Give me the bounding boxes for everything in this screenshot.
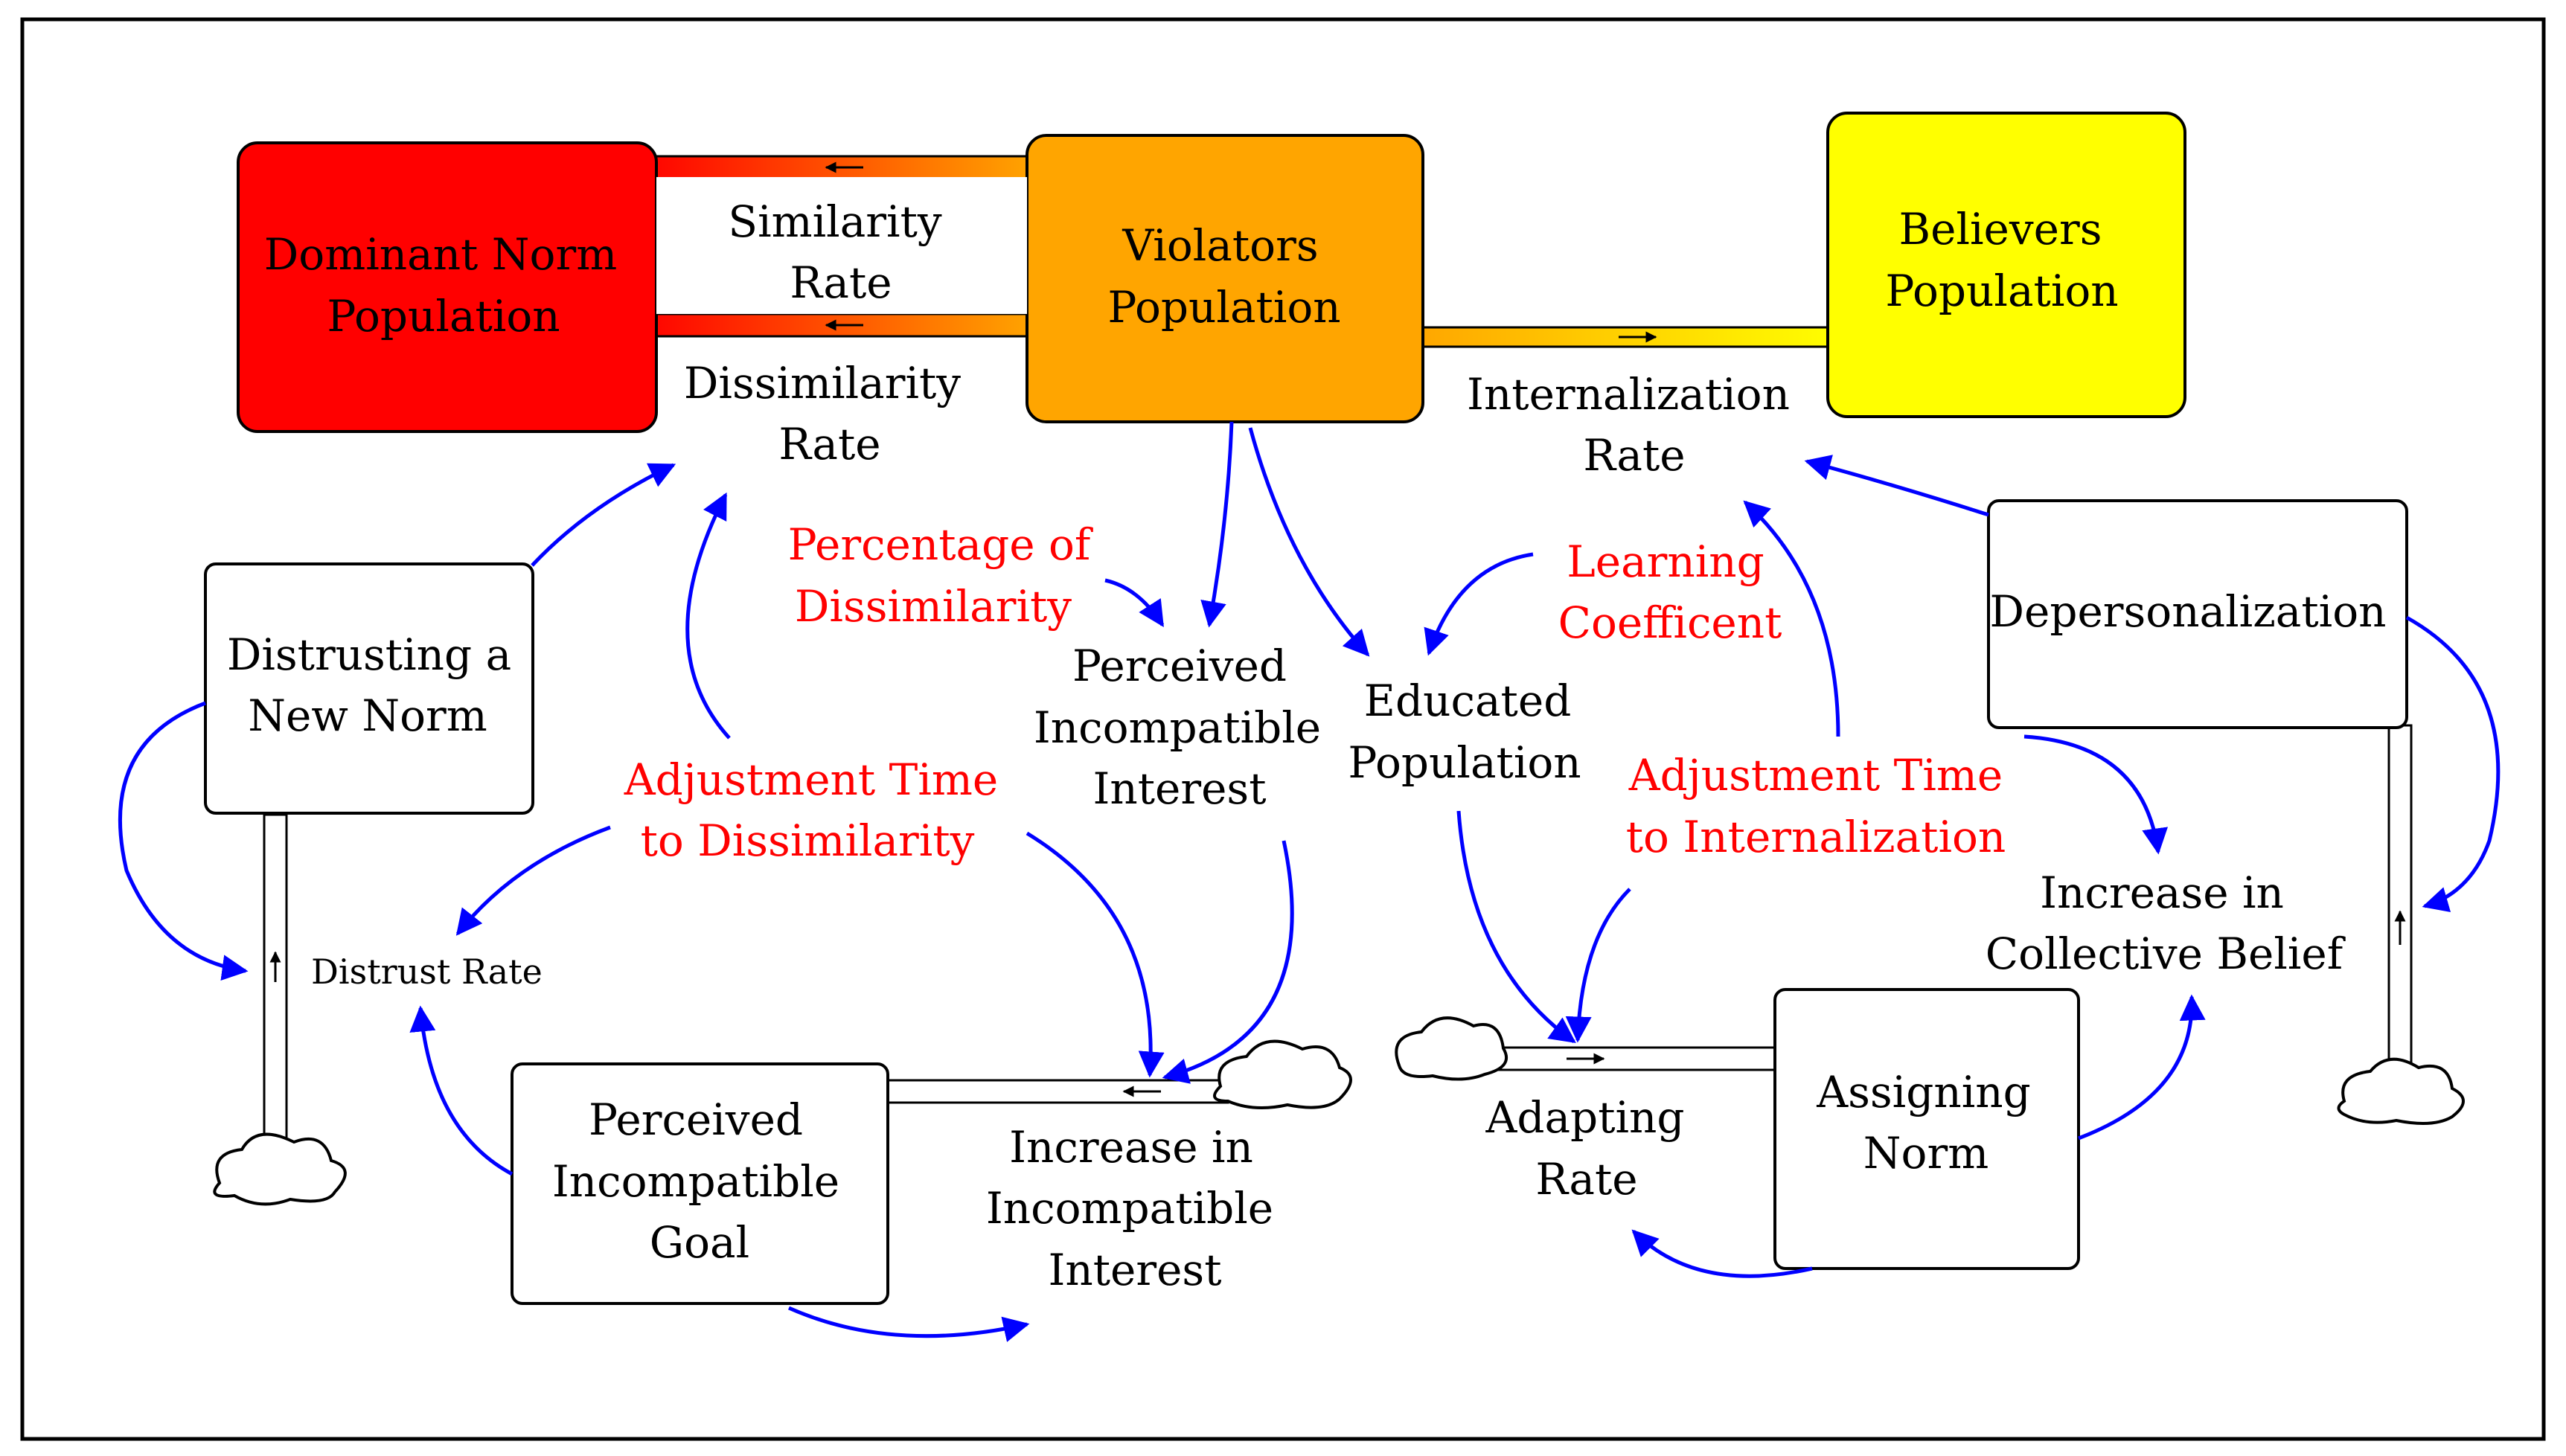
perceived-goal-label-line1: Perceived [589,1094,803,1145]
cloud-icon [1213,1039,1352,1109]
link-adjint-to-adapting [1565,888,1631,1043]
link-adjdis-to-increase-interest [1026,831,1165,1078]
adjustment-time-to-internalization[interactable]: Adjustment Time to Internalization [1626,750,2006,862]
internalization-pipe [1412,326,1840,348]
dissimilarity-rate-line1: Dissimilarity [684,358,961,408]
perceived-interest-line3: Interest [1092,763,1266,814]
dominant-norm-label-line2: Population [327,291,560,341]
adapting-rate[interactable]: Adapting Rate [1485,1092,1684,1205]
believers-label-line1: Believers [1899,204,2102,254]
link-adjdis-to-distrust-rate [455,825,611,936]
similarity-pipe [639,155,1036,180]
dissimilarity-rate-line2: Rate [778,419,880,469]
link-assigning-to-adapting [1631,1229,1813,1278]
dominant-norm-label-line1: Dominant Norm [264,229,617,280]
link-depersonalization-to-internalization [1804,455,1989,517]
learning-coefficent[interactable]: Learning Coefficent [1558,536,1782,648]
adapting-rate-line1: Adapting [1485,1092,1684,1143]
distrusting-label-line1: Distrusting a [227,629,511,680]
collective-belief-line2: Collective Belief [1986,929,2346,979]
dissimilarity-pipe [639,312,1036,338]
assigning-norm-stock[interactable]: Assigning Norm [1773,988,2080,1270]
cloud-icon [1395,1016,1508,1081]
adj-dissimilarity-line1: Adjustment Time [624,754,998,805]
cloud-icon [213,1132,347,1206]
link-distrusting-to-dissimilarity [531,463,676,567]
perceived-interest-line2: Incompatible [1034,702,1321,753]
pct-dissimilarity-line2: Dissimilarity [795,581,1072,632]
increase-interest-pipe [884,1079,1229,1104]
link-depersonalization-to-collective-pipe [2405,615,2501,913]
link-violators-to-perceived-interest [1200,421,1234,628]
link-violators-to-educated [1248,427,1370,657]
collective-belief-line1: Increase in [2040,867,2284,918]
depersonalization-stock[interactable]: Depersonalization [1987,499,2408,729]
similarity-rate[interactable]: Similarity Rate [656,177,1027,314]
adj-internalization-line2: to Internalization [1626,812,2006,862]
link-distrusting-to-distrust-rate [118,701,249,981]
perceived-interest-line1: Perceived [1072,641,1287,691]
dominant-norm-population-stock[interactable]: Dominant Norm Population [237,141,658,433]
depersonalization-label: Depersonalization [1990,586,2387,637]
pct-dissimilarity-line1: Percentage of [788,519,1093,570]
link-assigning-to-collective-belief [2078,994,2206,1141]
adapting-rate-line2: Rate [1535,1154,1637,1205]
increase-collective-belief-rate[interactable]: Increase in Collective Belief [1986,867,2346,979]
distrust-pipe [263,813,288,1155]
adj-internalization-line1: Adjustment Time [1628,750,2003,801]
violators-label-line2: Population [1107,282,1340,333]
learning-line1: Learning [1567,536,1764,587]
similarity-rate-line2: Rate [790,257,892,308]
link-adjdis-to-dissimilarity [685,492,731,740]
percentage-of-dissimilarity[interactable]: Percentage of Dissimilarity [788,519,1093,632]
perceived-goal-label-line3: Goal [650,1217,749,1268]
internalization-rate-line1: Internalization [1467,369,1790,420]
increase-incompatible-interest-rate[interactable]: Increase in Incompatible Interest [986,1122,1273,1295]
educated-population[interactable]: Educated Population [1348,676,1581,788]
diagram-frame [20,17,2546,1441]
distrusting-label-line2: New Norm [248,690,487,741]
collective-belief-pipe [2387,724,2413,1077]
link-goal-to-increase-interest [787,1306,1030,1342]
believers-population-stock[interactable]: Believers Population [1826,112,2186,418]
distrust-rate-label: Distrust Rate [311,952,543,992]
cloud-icon [2337,1057,2465,1125]
believers-label-line2: Population [1885,266,2118,316]
perceived-goal-label-line2: Incompatible [552,1156,839,1207]
increase-interest-line2: Incompatible [986,1183,1273,1234]
link-perceived-interest-to-increase [1162,840,1294,1084]
internalization-rate-line2: Rate [1583,430,1685,481]
adj-dissimilarity-line2: to Dissimilarity [641,815,975,866]
adjustment-time-to-dissimilarity[interactable]: Adjustment Time to Dissimilarity [624,754,998,866]
learning-line2: Coefficent [1558,597,1782,648]
link-learning-to-educated [1424,552,1534,656]
violators-population-stock[interactable]: Violators Population [1026,134,1424,423]
dissimilarity-rate[interactable]: Dissimilarity Rate [684,358,961,469]
link-adjint-to-internalization [1743,500,1840,737]
perceived-incompatible-goal-stock[interactable]: Perceived Incompatible Goal [511,1062,889,1305]
similarity-rate-line1: Similarity [728,196,942,247]
increase-interest-line1: Increase in [1009,1122,1253,1173]
violators-label-line1: Violators [1122,220,1318,271]
distrusting-new-norm-stock[interactable]: Distrusting a New Norm [204,562,534,815]
link-pct-to-perceived-interest [1104,578,1165,627]
assigning-norm-label-line2: Norm [1863,1128,1989,1178]
educated-line2: Population [1348,737,1581,788]
educated-line1: Educated [1364,676,1572,726]
perceived-incompatible-interest[interactable]: Perceived Incompatible Interest [1034,641,1321,814]
internalization-rate[interactable]: Internalization Rate [1467,369,1790,481]
link-educated-to-adapting [1456,810,1576,1044]
increase-interest-line3: Interest [1048,1245,1221,1295]
link-adjint-to-collective-belief [2023,734,2169,855]
link-goal-to-distrust-rate [409,1005,513,1176]
distrust-rate[interactable]: Distrust Rate [311,952,543,992]
assigning-norm-label-line1: Assigning [1816,1067,2030,1117]
